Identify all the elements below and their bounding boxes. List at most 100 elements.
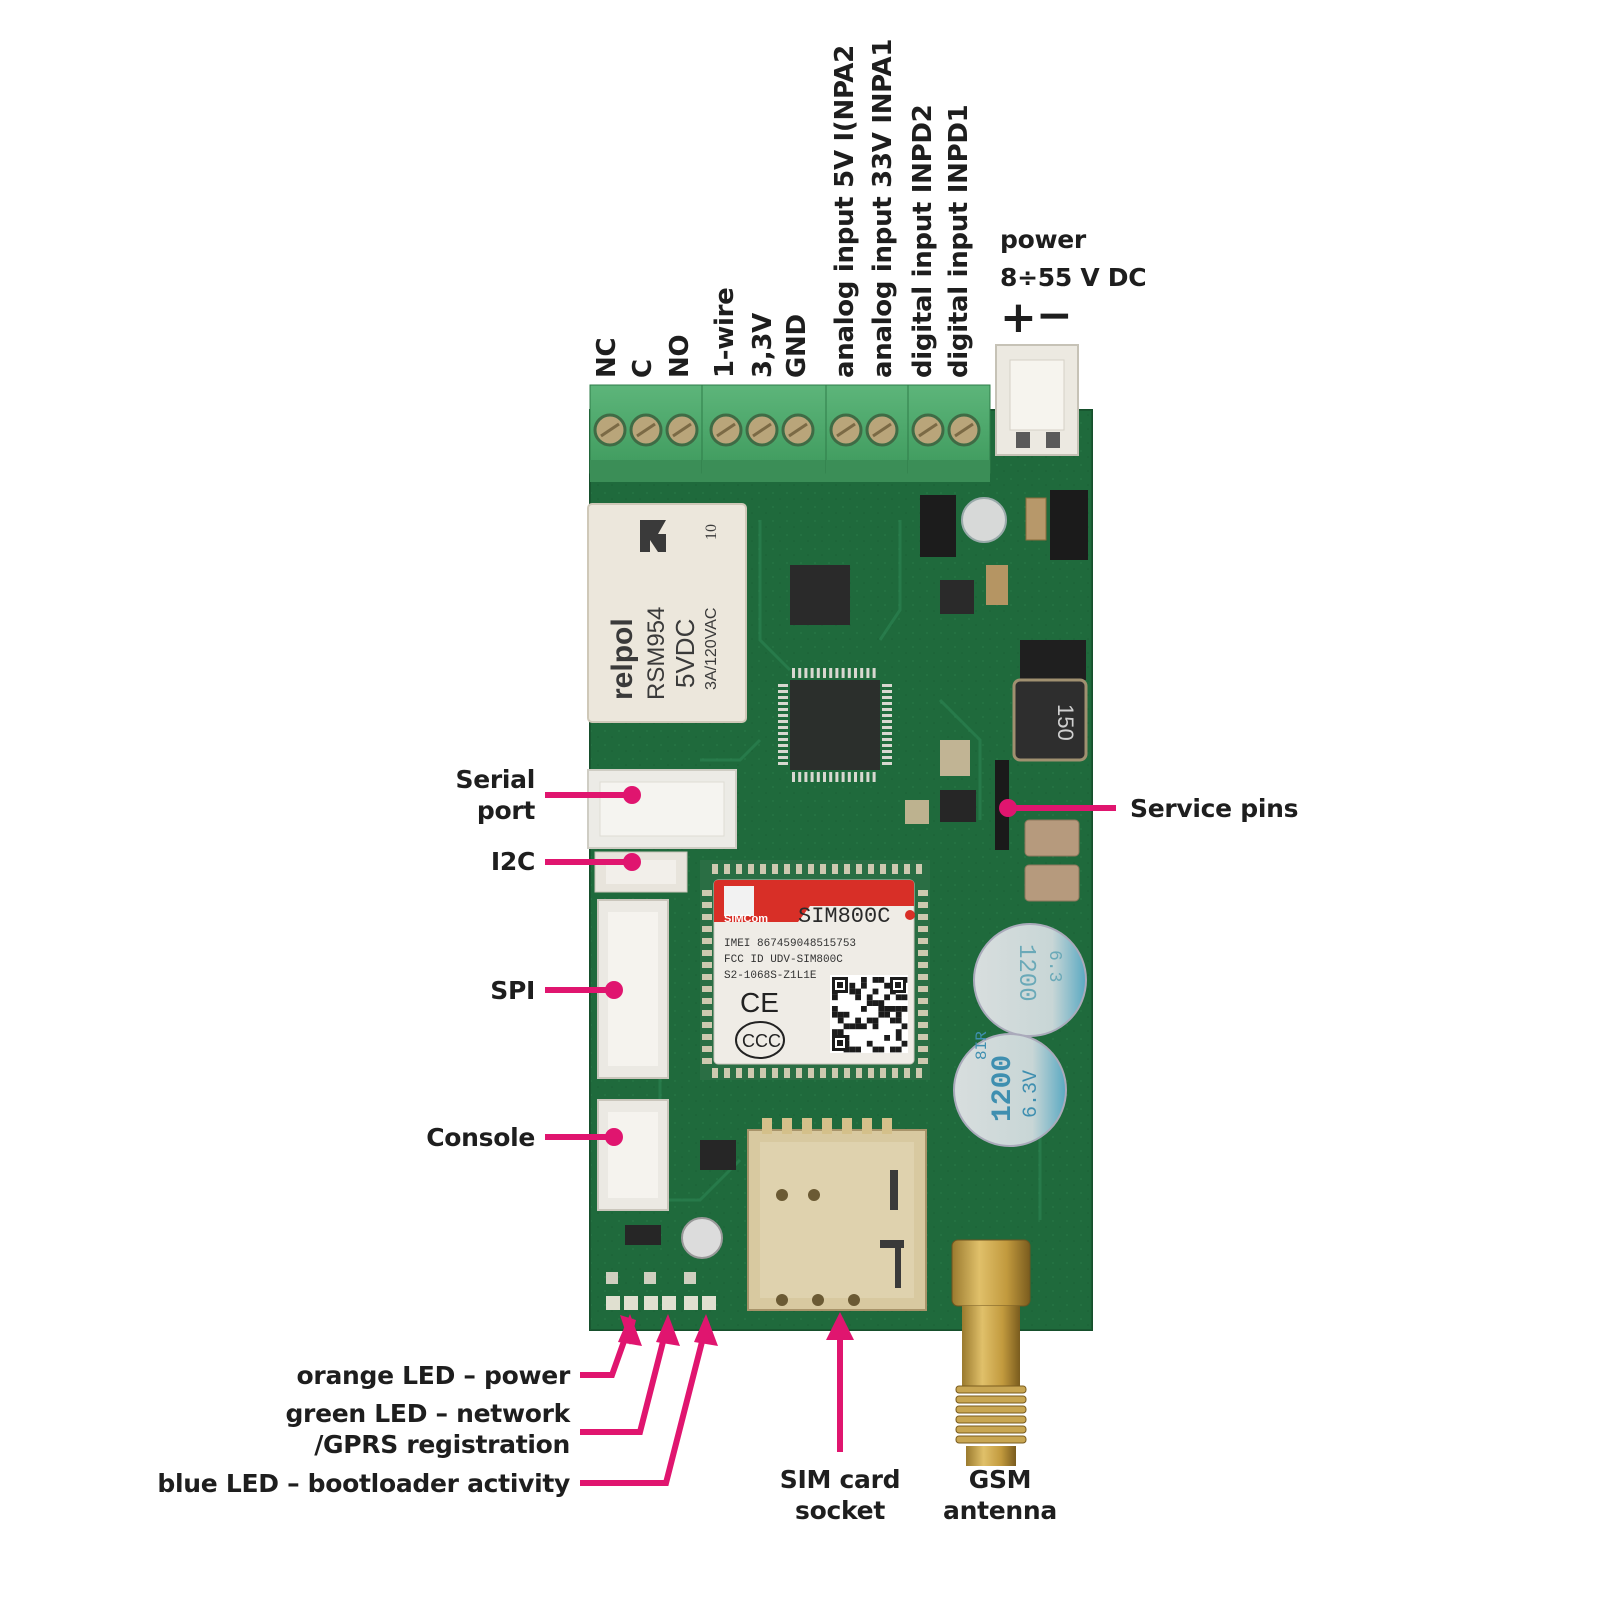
mcu-pin bbox=[882, 744, 892, 747]
module-pad bbox=[918, 1058, 928, 1064]
qr-cell bbox=[895, 1011, 902, 1018]
mcu-pin bbox=[866, 668, 870, 678]
electrolytic-capacitor-2: 8IR 1200 6.3V bbox=[953, 1031, 1067, 1147]
microcontroller bbox=[778, 565, 892, 782]
qr-cell bbox=[890, 1046, 896, 1053]
smd-components bbox=[625, 490, 1088, 1259]
mcu-pin bbox=[882, 738, 892, 741]
qr-cell bbox=[855, 1017, 861, 1024]
label-gsm-line2: antenna bbox=[943, 1496, 1057, 1525]
module-pad bbox=[844, 1068, 850, 1078]
mcu-pin bbox=[778, 756, 788, 759]
module-pad bbox=[702, 1010, 712, 1016]
mcu-pin bbox=[778, 684, 788, 687]
qr-cell bbox=[861, 977, 867, 983]
module-pad bbox=[760, 1068, 766, 1078]
qr-cell bbox=[832, 1011, 838, 1018]
module-fcc: FCC ID UDV-SIM800C bbox=[724, 954, 843, 966]
module-pad bbox=[832, 864, 838, 874]
module-pad bbox=[772, 1068, 778, 1078]
mcu-pin bbox=[823, 668, 826, 678]
label-digital-inpd1: digital input INPD1 bbox=[944, 104, 974, 378]
qr-cell bbox=[895, 1029, 902, 1035]
led-pad bbox=[662, 1296, 676, 1310]
qr-cell bbox=[843, 1023, 850, 1030]
qr-cell bbox=[837, 1017, 844, 1024]
qr-finder-core bbox=[837, 982, 843, 988]
label-spi: SPI bbox=[490, 976, 535, 1005]
qr-cell bbox=[861, 982, 867, 989]
power-plus-icon: + bbox=[1000, 292, 1037, 343]
module-pad bbox=[918, 1046, 928, 1052]
module-pad bbox=[904, 864, 910, 874]
qr-cell bbox=[901, 1023, 908, 1030]
mcu-pin bbox=[829, 772, 833, 782]
module-pad bbox=[724, 1068, 730, 1078]
module-pad bbox=[702, 1058, 712, 1064]
module-pad bbox=[748, 864, 754, 874]
led-pad bbox=[702, 1296, 716, 1310]
mcu-pin bbox=[829, 668, 833, 678]
module-pad bbox=[918, 998, 928, 1004]
resistor-pad bbox=[684, 1272, 696, 1284]
cap2-value: 1200 bbox=[988, 1055, 1019, 1122]
module-pad bbox=[918, 902, 928, 908]
mcu-pin bbox=[778, 702, 788, 705]
qr-cell bbox=[878, 1006, 885, 1012]
mcu-pin bbox=[872, 772, 876, 782]
qr-cell bbox=[861, 1006, 867, 1012]
qr-cell bbox=[895, 1017, 902, 1024]
mcu-pin bbox=[882, 732, 892, 735]
label-digital-inpd2: digital input INPD2 bbox=[908, 104, 938, 378]
qr-cell bbox=[872, 988, 879, 995]
mcu-pin bbox=[778, 696, 788, 699]
module-pad bbox=[702, 938, 712, 944]
label-analog-inpa2: analog input 5V I(NPA2 bbox=[830, 45, 860, 378]
ce-mark-icon: CE bbox=[740, 987, 779, 1018]
mcu-pin bbox=[823, 772, 826, 782]
module-pad bbox=[702, 1022, 712, 1028]
module-pad bbox=[918, 974, 928, 980]
mcu-pin bbox=[778, 690, 788, 693]
mcu-pin bbox=[798, 772, 802, 782]
callout-orange-led bbox=[580, 1328, 631, 1378]
qr-cell bbox=[832, 994, 838, 1001]
simcom-logo: SIMCom bbox=[724, 913, 768, 925]
module-pad bbox=[868, 1068, 874, 1078]
screw-slot bbox=[872, 422, 892, 438]
module-pad bbox=[880, 864, 886, 874]
mcu-pin bbox=[810, 668, 814, 678]
inductor-code: 150 bbox=[1053, 704, 1078, 741]
screw-slot bbox=[836, 422, 856, 438]
sma-thread bbox=[955, 1425, 1027, 1434]
sim-pin bbox=[782, 1118, 792, 1134]
mcu-pin bbox=[778, 720, 788, 723]
module-pad bbox=[832, 1068, 838, 1078]
mcu-pin bbox=[835, 668, 839, 678]
module-pad bbox=[904, 1068, 910, 1078]
mcu-pin bbox=[778, 726, 788, 729]
label-analog-inpa1: analog input 33V INPA1 bbox=[868, 38, 898, 378]
module-pad bbox=[918, 950, 928, 956]
mcu-pin bbox=[804, 772, 808, 782]
mcu-pin bbox=[792, 668, 795, 678]
qr-cell bbox=[895, 1006, 902, 1012]
mcu-pin bbox=[816, 668, 820, 678]
callout-green-led bbox=[580, 1329, 669, 1435]
qr-cell bbox=[849, 1046, 856, 1053]
module-pad bbox=[918, 1022, 928, 1028]
module-pad bbox=[702, 1046, 712, 1052]
label-sim-line1: SIM card bbox=[779, 1465, 901, 1494]
qr-cell bbox=[884, 1006, 890, 1012]
mcu-pin bbox=[882, 696, 892, 699]
qr-cell bbox=[872, 977, 879, 983]
module-imei: IMEI 867459048515753 bbox=[724, 938, 856, 950]
relay-model: RSM954 bbox=[643, 607, 670, 700]
screw-slot bbox=[672, 422, 692, 438]
module-pad bbox=[784, 1068, 790, 1078]
resistor-pad bbox=[606, 1272, 618, 1284]
mcu-pin bbox=[882, 714, 892, 717]
sma-thread bbox=[955, 1435, 1027, 1444]
qr-cell bbox=[866, 1017, 873, 1024]
